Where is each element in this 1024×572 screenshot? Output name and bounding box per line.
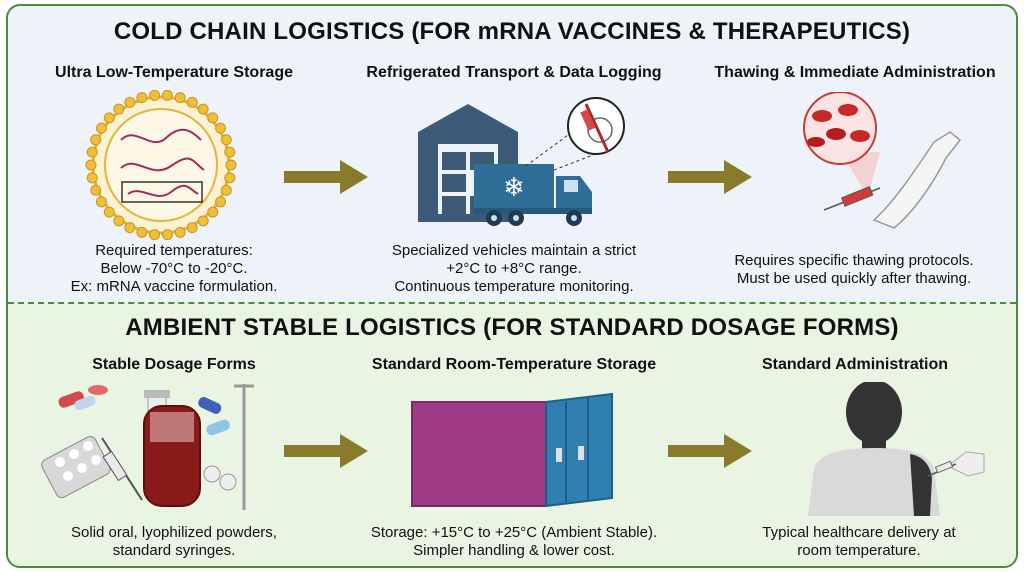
- flow-arrow-icon: [284, 434, 368, 468]
- ambient-title: AMBIENT STABLE LOGISTICS (FOR STANDARD D…: [125, 314, 899, 341]
- cold-chain-title: COLD CHAIN LOGISTICS (FOR mRNA VACCINES …: [113, 18, 911, 45]
- dosage-forms-icon: [41, 384, 254, 510]
- desc-line: Required temperatures:: [95, 242, 253, 259]
- desc-line: Storage: +15°C to +25°C (Ambient Stable)…: [370, 524, 658, 541]
- desc-line: Ex: mRNA vaccine formulation.: [70, 278, 278, 295]
- stage-title-stable-dosage: Stable Dosage Forms: [92, 356, 256, 373]
- lipid-nanoparticle-icon: [85, 90, 237, 240]
- flow-arrow-icon: [284, 160, 368, 194]
- stage-title-thawing-administration: Thawing & Immediate Administration: [714, 64, 996, 81]
- person-vaccination-icon: [808, 382, 985, 516]
- desc-line: Specialized vehicles maintain a strict: [391, 242, 637, 259]
- desc-line: standard syringes.: [112, 542, 236, 559]
- flow-arrow-icon: [668, 160, 752, 194]
- stage-desc-thawing-administration: Requires specific thawing protocols. Mus…: [704, 252, 1004, 288]
- stage-desc-stable-dosage: Solid oral, lyophilized powders, standar…: [24, 524, 324, 560]
- stage-desc-standard-administration: Typical healthcare delivery at room temp…: [724, 524, 994, 560]
- desc-line: Simpler handling & lower cost.: [413, 542, 615, 559]
- desc-line: Below -70°C to -20°C.: [100, 260, 248, 277]
- desc-line: +2°C to +8°C range.: [446, 260, 582, 277]
- stage-title-standard-administration: Standard Administration: [761, 356, 949, 373]
- stage-title-refrigerated-transport: Refrigerated Transport & Data Logging: [366, 64, 662, 81]
- desc-line: Continuous temperature monitoring.: [394, 278, 634, 295]
- stage-desc-ultra-low-storage: Required temperatures: Below -70°C to -2…: [24, 242, 324, 296]
- stage-desc-room-temp-storage: Storage: +15°C to +25°C (Ambient Stable)…: [344, 524, 684, 560]
- desc-line: Solid oral, lyophilized powders,: [71, 524, 277, 541]
- desc-line: Must be used quickly after thawing.: [736, 270, 972, 287]
- shipping-container-icon: [411, 392, 613, 508]
- svg-text:❄: ❄: [503, 173, 525, 203]
- desc-line: Requires specific thawing protocols.: [734, 252, 974, 269]
- injection-arm-icon: [803, 92, 962, 229]
- stage-desc-refrigerated-transport: Specialized vehicles maintain a strict +…: [344, 242, 684, 296]
- infographic-frame: COLD CHAIN LOGISTICS (FOR mRNA VACCINES …: [6, 4, 1018, 568]
- stage-title-ultra-low-storage: Ultra Low-Temperature Storage: [55, 64, 293, 81]
- stage-title-room-temp-storage: Standard Room-Temperature Storage: [371, 356, 657, 373]
- desc-line: Typical healthcare delivery at: [762, 524, 956, 541]
- refrigerated-truck-icon: ❄: [418, 97, 625, 226]
- desc-line: room temperature.: [797, 542, 921, 559]
- section-divider: [8, 302, 1016, 304]
- flow-arrow-icon: [668, 434, 752, 468]
